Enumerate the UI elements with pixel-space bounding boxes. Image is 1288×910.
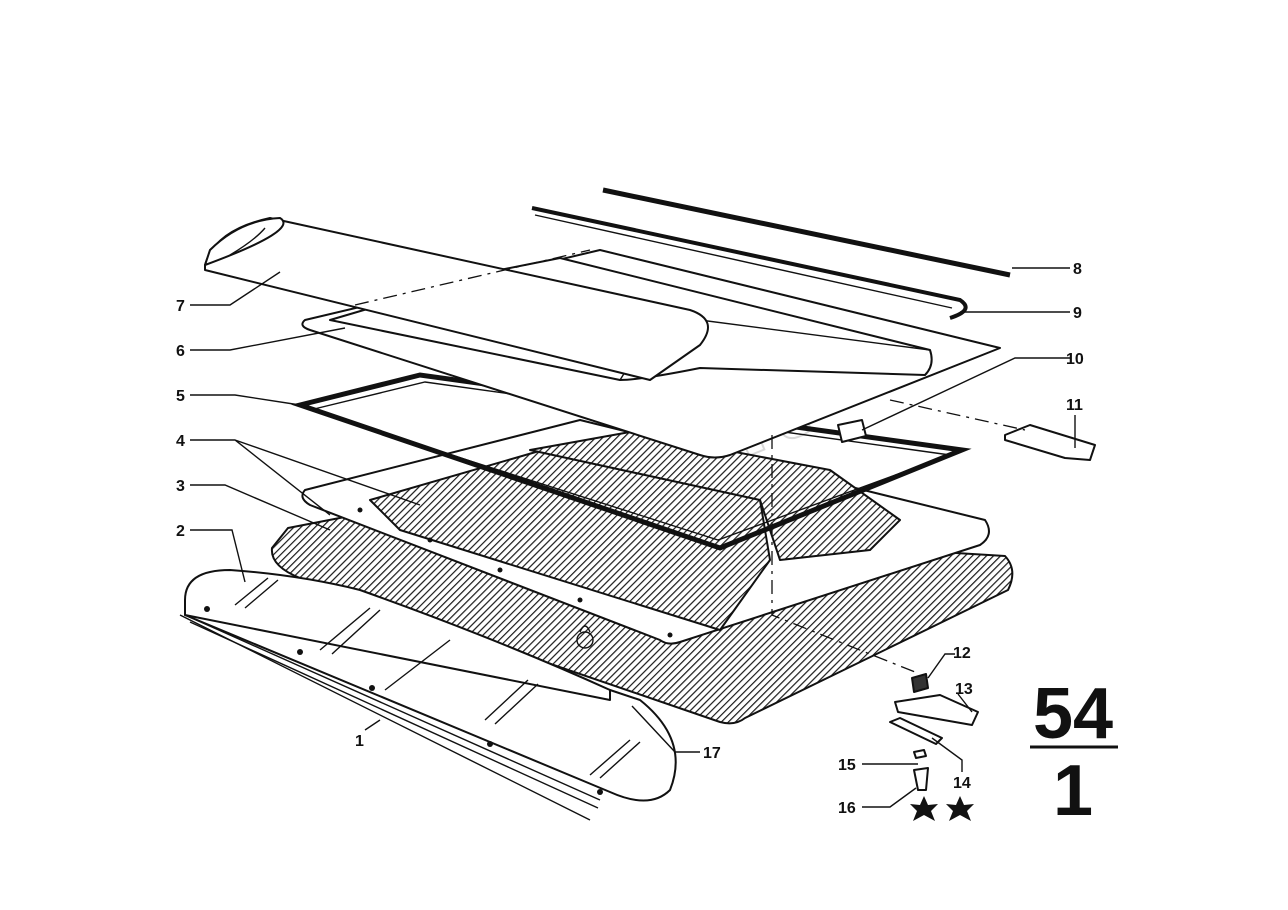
callout-5: 5	[176, 388, 185, 405]
main-group-number: 54	[1033, 674, 1113, 754]
sub-group-number: 1	[1053, 751, 1093, 831]
callout-1: 1	[355, 733, 364, 750]
callout-15: 15	[838, 757, 856, 774]
callout-9: 9	[1073, 305, 1082, 322]
seal-strip-lower	[531, 206, 968, 320]
callout-4: 4	[176, 433, 185, 450]
wind-deflector	[204, 217, 709, 381]
retaining-clip	[837, 419, 867, 443]
callout-8: 8	[1073, 261, 1082, 278]
callout-11: 11	[1066, 397, 1083, 414]
star-icon	[946, 796, 974, 821]
guide-rail-frame	[184, 569, 677, 809]
callout-12: 12	[953, 645, 971, 662]
callout-13: 13	[955, 681, 973, 698]
callout-7: 7	[176, 298, 185, 315]
star-icon	[910, 796, 938, 821]
group-number-block: 54 1	[1030, 674, 1118, 831]
callout-6: 6	[176, 343, 185, 360]
seal-strip-upper	[602, 187, 1011, 278]
mounting-plate	[301, 419, 990, 645]
callout-14: 14	[953, 775, 971, 792]
callout-17: 17	[703, 745, 721, 762]
callout-2: 2	[176, 523, 185, 540]
callout-10: 10	[1066, 351, 1084, 368]
mounting-bracket	[1004, 424, 1096, 461]
small-fittings	[889, 673, 979, 791]
callout-16: 16	[838, 800, 856, 817]
sunroof-seal-frame	[291, 372, 972, 551]
callout-3: 3	[176, 478, 185, 495]
